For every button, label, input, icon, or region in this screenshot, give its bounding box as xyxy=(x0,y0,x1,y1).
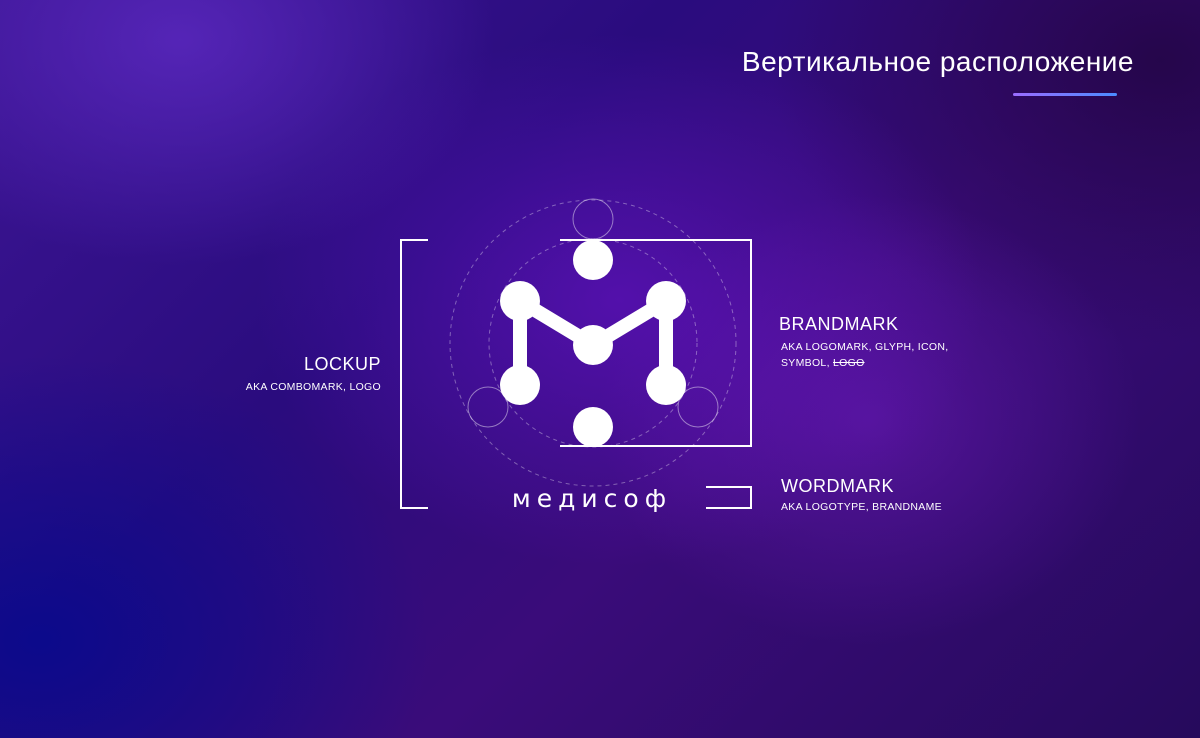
wordmark-bracket xyxy=(706,486,752,509)
lockup-bracket xyxy=(400,239,428,509)
brandmark-heading: BRANDMARK xyxy=(779,314,899,334)
wordmark-logotype: медисоф xyxy=(512,484,672,513)
node-upper-left xyxy=(500,281,540,321)
node-bottom xyxy=(573,407,613,447)
node-lower-left xyxy=(500,365,540,405)
guide-circle-right xyxy=(677,386,719,428)
lockup-heading: LOCKUP xyxy=(303,354,381,374)
guide-circle-left xyxy=(467,386,509,428)
wordmark-aka: AKA LOGOTYPE, BRANDNAME xyxy=(781,501,942,513)
brandmark-aka: AKA LOGOMARK, GLYPH, ICON, SYMBOL, LOGO xyxy=(781,339,981,371)
outer-guide-circle xyxy=(449,199,737,487)
guide-circle-top xyxy=(572,198,614,240)
node-top xyxy=(573,240,613,280)
node-lower-right xyxy=(646,365,686,405)
brandmark-aka-struck: LOGO xyxy=(833,357,865,369)
node-center xyxy=(573,325,613,365)
page-title: Вертикальное расположение xyxy=(741,46,1134,77)
lockup-aka: AKA COMBOMARK, LOGO xyxy=(245,381,381,393)
brandmark-aka-line2: SYMBOL, xyxy=(781,357,830,369)
brandmark-bracket xyxy=(560,239,752,447)
title-underline xyxy=(1013,93,1117,96)
wordmark-heading: WORDMARK xyxy=(781,476,894,496)
node-upper-right xyxy=(646,281,686,321)
brandmark-aka-line1: AKA LOGOMARK, GLYPH, ICON, xyxy=(781,341,949,353)
brandmark-symbol xyxy=(500,240,686,447)
